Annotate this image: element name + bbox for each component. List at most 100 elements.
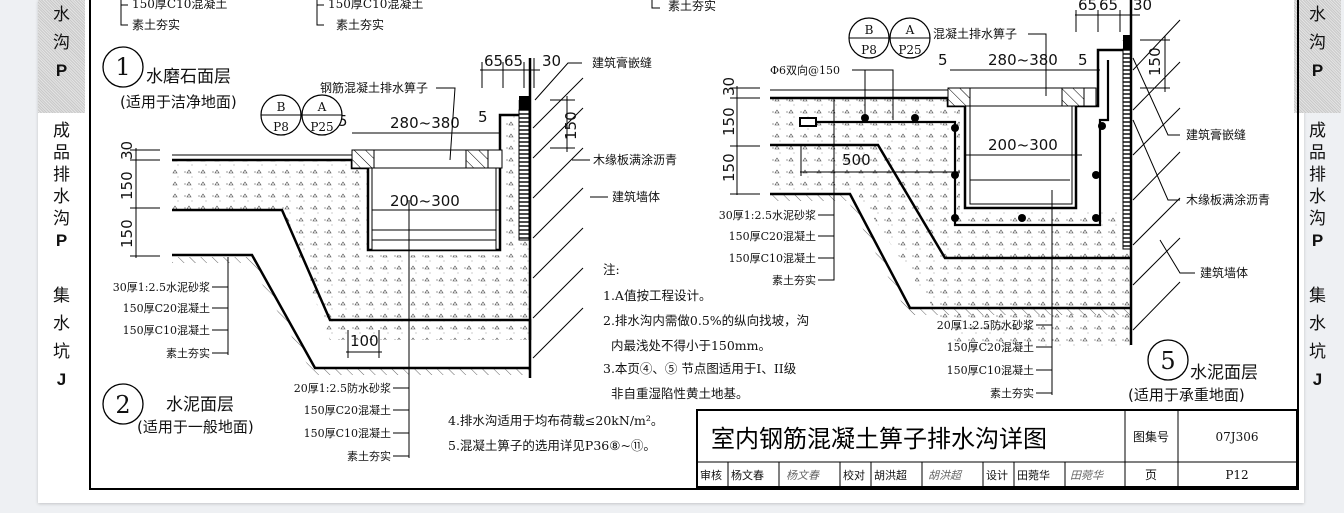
tab-char: 沟 — [1309, 33, 1326, 53]
top-cut-layers: 150厚C10混凝土 素土夯实 150厚C10混凝土 素土夯实 素土夯实 — [120, 0, 716, 32]
tab-char: J — [1312, 370, 1323, 389]
dim-label: 65 — [1099, 0, 1118, 14]
left-index-tab: 水 沟 P 成 品 排 水 沟 P 集 水 坑 J — [38, 0, 85, 503]
tab-char: 成 — [1309, 121, 1326, 141]
detail-number: 2 — [115, 391, 130, 419]
title-block: 室内钢筋混凝土箅子排水沟详图 图集号 07J306 页 P12 审核 杨文春 杨… — [696, 409, 1298, 488]
notes-heading: 注: — [603, 262, 620, 277]
ref-bottom: P8 — [273, 120, 289, 134]
drawing-title: 室内钢筋混凝土箅子排水沟详图 — [711, 425, 1047, 453]
layer-label: 素土夯实 — [990, 386, 1034, 400]
tab-char: P — [1311, 231, 1324, 250]
dim-label: 5 — [478, 108, 488, 126]
grate-label: 混凝土排水箅子 — [933, 26, 1017, 41]
dim-label: 150 — [720, 153, 738, 182]
detail-number-circle — [102, 46, 144, 88]
detail-number: 5 — [1160, 347, 1175, 375]
layer-label: 素土夯实 — [132, 17, 180, 32]
soil-hatch — [172, 257, 530, 375]
dim-label: 200~300 — [390, 192, 460, 210]
dim-label: 30 — [720, 77, 738, 96]
note-item: 内最浅处不得小于150mm。 — [603, 338, 771, 353]
dim-label: 5 — [1078, 51, 1088, 69]
note-item: 非自重湿陷性黄土地基。 — [603, 386, 748, 401]
dim-label: 150 — [720, 107, 738, 136]
dim-label: 280~380 — [390, 114, 460, 132]
designer-name: 田菀华 — [1017, 468, 1050, 482]
dim-label: 65 — [484, 52, 503, 70]
tab-char: J — [56, 370, 67, 389]
ref-top: B — [277, 100, 286, 114]
tab-top: 水 沟 P — [38, 4, 85, 82]
ref-bubble-a[interactable]: A P25 — [301, 94, 343, 136]
tab-char: 沟 — [1309, 209, 1326, 229]
note-item: 2.排水沟内需做0.5%的纵向找坡，沟 — [603, 313, 809, 328]
layer-label: 20厚1:2.5防水砂浆 — [937, 318, 1034, 332]
detail-title: 水泥面层 — [1190, 363, 1258, 383]
tab-shade — [38, 0, 85, 113]
layer-label: 150厚C10混凝土 — [304, 426, 391, 440]
dim-label: 5 — [338, 112, 348, 130]
tab-bot: 集 水 坑 J — [1294, 285, 1341, 391]
review-label: 审核 — [700, 468, 722, 482]
layer-label: 150厚C20混凝土 — [947, 340, 1034, 354]
reviewer-name: 杨文春 — [731, 468, 764, 482]
dim-label: 65 — [1078, 0, 1097, 14]
layer-label: 150厚C20混凝土 — [123, 301, 210, 315]
ref-top: A — [317, 100, 327, 114]
tab-char: 沟 — [53, 209, 70, 229]
detail-number-circle — [102, 383, 144, 425]
layer-label: 素土夯实 — [336, 17, 384, 32]
tab-mid: 成 品 排 水 沟 P — [38, 120, 85, 252]
tab-char: 品 — [53, 143, 70, 163]
dim-label: 5 — [938, 51, 948, 69]
tab-char: 水 — [1309, 187, 1326, 207]
tab-char: 坑 — [1309, 342, 1326, 362]
ref-bubble-b[interactable]: B P8 — [260, 94, 302, 136]
detail-title: 水磨石面层 — [146, 67, 231, 87]
right-index-tab: 水 沟 P 成 品 排 水 沟 P 集 水 坑 J — [1294, 0, 1341, 503]
checker-name: 胡洪超 — [874, 468, 907, 482]
tab-shade — [1294, 0, 1341, 113]
layer-label: 150厚C20混凝土 — [304, 403, 391, 417]
dim-label: 30 — [118, 141, 136, 160]
tab-char: 坑 — [53, 342, 70, 362]
ref-top: B — [865, 23, 874, 37]
detail-subtitle: (适用于洁净地面) — [120, 93, 237, 111]
ref-bubble-b[interactable]: B P8 — [848, 17, 890, 59]
concrete-fill — [172, 115, 530, 340]
rebar-label: Φ6双向@150 — [770, 63, 840, 77]
ref-bubble-a[interactable]: A P25 — [889, 17, 931, 59]
tab-char: 水 — [1309, 5, 1326, 25]
detail-5-section: 30 150 150 65 65 30 280~380 5 5 200~300 … — [719, 0, 1270, 404]
dim-label: 65 — [504, 52, 523, 70]
dim-label: 30 — [1133, 0, 1152, 14]
layer-label: 150厚C10混凝土 — [328, 0, 423, 11]
ref-top: A — [905, 23, 915, 37]
layer-label: 150厚C10混凝土 — [729, 251, 816, 265]
layer-label: 素土夯实 — [668, 0, 716, 13]
tab-char: 沟 — [53, 33, 70, 53]
detail-number-circle — [1147, 339, 1189, 381]
tab-char: 成 — [53, 121, 70, 141]
note-item: 1.A值按工程设计。 — [603, 288, 711, 303]
tab-char: 集 — [1309, 286, 1326, 306]
layer-label: 素土夯实 — [347, 449, 391, 463]
page-label: 页 — [1145, 468, 1157, 482]
tab-char: 排 — [1309, 165, 1326, 185]
wall-label: 建筑墙体 — [1200, 265, 1248, 280]
layer-label: 素土夯实 — [772, 273, 816, 287]
layer-label: 150厚C20混凝土 — [729, 229, 816, 243]
tab-char: P — [55, 231, 68, 250]
dim-label: 150 — [118, 171, 136, 200]
dim-label: 500 — [842, 151, 871, 169]
tab-bot: 集 水 坑 J — [38, 285, 85, 391]
detail-1-section: 30 150 150 65 65 30 280~380 5 5 200~300 … — [102, 46, 677, 378]
tab-mid: 成 品 排 水 沟 P — [1294, 120, 1341, 252]
tab-char: 排 — [53, 165, 70, 185]
layer-label: 素土夯实 — [166, 346, 210, 360]
design-label: 设计 — [986, 469, 1008, 482]
atlas-number: 07J306 — [1216, 430, 1259, 444]
layer-label: 150厚C10混凝土 — [123, 323, 210, 337]
wall-label: 建筑墙体 — [612, 189, 660, 204]
